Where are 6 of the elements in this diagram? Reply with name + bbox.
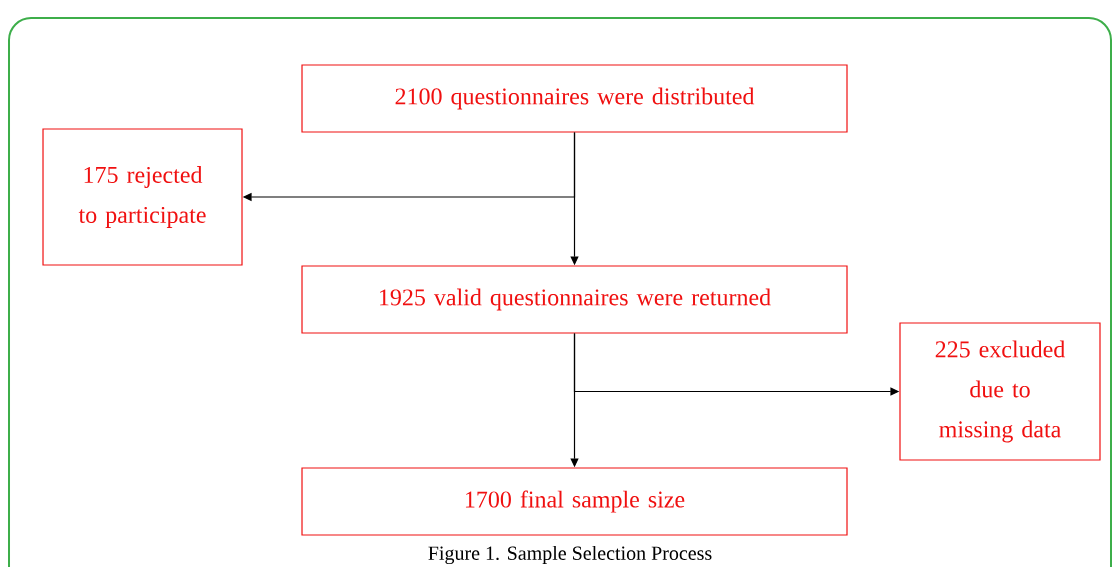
process-box: 1700 final sample size [301, 467, 848, 536]
process-box: 1925 valid questionnaires were returned [301, 265, 848, 334]
note-box: 175 rejected to participate [42, 128, 243, 266]
figure-caption: Figure 1. Sample Selection Process [428, 545, 712, 565]
note-box: 225 excluded due to missing data [899, 322, 1101, 461]
process-box: 2100 questionnaires were distributed [301, 64, 848, 133]
